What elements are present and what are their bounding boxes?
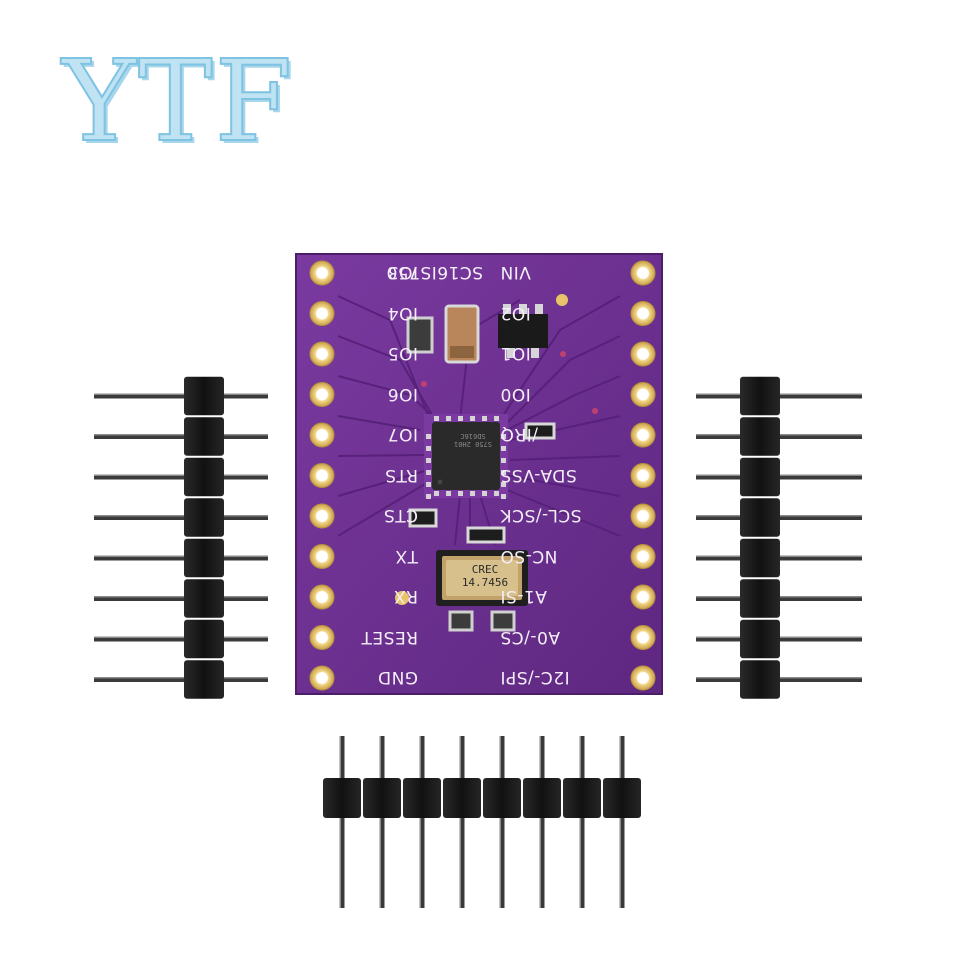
- pin-label-right: I2C-/SPI: [500, 667, 570, 687]
- header-pin: [379, 736, 385, 908]
- header-pin: [94, 677, 268, 682]
- pad-left: [309, 584, 335, 610]
- sc16is750-chip: [424, 414, 508, 499]
- smd-capacitor-crystal-left: [448, 610, 474, 632]
- voltage-regulator: [498, 304, 548, 358]
- pad-left: [309, 341, 335, 367]
- header-pin: [459, 736, 465, 908]
- header-pin: [94, 636, 268, 642]
- pin-label-right: VIN: [500, 262, 531, 282]
- pin-label-right: IO0: [500, 383, 531, 404]
- header-pin: [539, 736, 545, 908]
- pin-label-left: IO7: [387, 424, 418, 444]
- smd-resistor-irq: [524, 422, 556, 440]
- pin-label-right: IO1: [500, 343, 531, 363]
- pad-right: [630, 341, 656, 367]
- pad-right: [630, 422, 656, 448]
- pin-label-left: IO5: [387, 343, 418, 363]
- pad-left: [309, 544, 335, 569]
- pad-right: [630, 665, 656, 691]
- pad-right: [630, 382, 656, 407]
- pad-right: [630, 625, 656, 650]
- header-pin: [94, 596, 268, 601]
- crystal-marking: CREC 14.7456: [449, 563, 521, 589]
- pin-header-bottom: [323, 736, 641, 908]
- pin-label-left: CTS: [383, 505, 418, 525]
- header-pin: [419, 736, 425, 908]
- pad-left: [309, 463, 335, 488]
- pin-label-right: A1-SI: [500, 586, 547, 606]
- pad-left: [309, 422, 335, 448]
- pad-left: [309, 260, 335, 286]
- crystal-marking-line2: 14.7456: [461, 576, 509, 589]
- smd-capacitor-small: [406, 316, 434, 354]
- pin-label-right: IO2: [500, 302, 531, 323]
- header-pin: [579, 736, 585, 908]
- pad-left: [309, 382, 335, 407]
- pin-label-left: IO4: [387, 302, 418, 323]
- pad-right: [630, 544, 656, 569]
- pin-header-left: [94, 376, 268, 699]
- pin-header-right: [696, 376, 862, 699]
- pad-left: [309, 625, 335, 650]
- pin-label-right: /IRQ: [500, 424, 538, 444]
- smd-led: [408, 508, 438, 528]
- pad-right: [630, 260, 656, 286]
- right-pad-column: [630, 260, 656, 691]
- pin-label-left: GND: [377, 667, 418, 687]
- header-pin: [94, 434, 268, 439]
- components: [395, 294, 598, 632]
- pad-right: [630, 463, 656, 488]
- watermark-logo: YTF: [61, 37, 295, 167]
- pin-label-left: IO3: [387, 262, 418, 282]
- pin-label-left: RTS: [384, 464, 418, 485]
- pin-label-left: RX: [393, 586, 418, 606]
- pin-label-left: RESET: [361, 626, 418, 647]
- header-pin: [499, 736, 505, 908]
- header-pin: [94, 555, 268, 561]
- left-pad-column: [309, 260, 335, 691]
- pin-label-right: SDA-VSS: [500, 464, 577, 485]
- pin-label-right: A0-/CS: [500, 626, 560, 647]
- smd-resistor-top: [466, 526, 506, 544]
- header-pin: [94, 474, 268, 480]
- pad-right: [630, 301, 656, 326]
- header-pin: [94, 393, 268, 399]
- crystal-oscillator: [436, 550, 528, 606]
- pad-right: [630, 584, 656, 610]
- pad-left: [309, 301, 335, 326]
- smd-capacitor-crystal-right: [490, 610, 516, 632]
- pin-label-left: TX: [394, 545, 418, 566]
- pad-left: [309, 503, 335, 529]
- header-pin: [339, 736, 345, 908]
- pad-left: [309, 665, 335, 691]
- crystal-marking-line1: CREC: [471, 563, 499, 576]
- pin-label-left: IO6: [387, 383, 418, 404]
- pad-right: [630, 503, 656, 529]
- chip-marking: S750 2H01 SD616C: [454, 432, 492, 448]
- pin-label-right: SCL-/SCK: [500, 505, 582, 525]
- header-pin: [94, 515, 268, 520]
- header-pin: [619, 736, 625, 908]
